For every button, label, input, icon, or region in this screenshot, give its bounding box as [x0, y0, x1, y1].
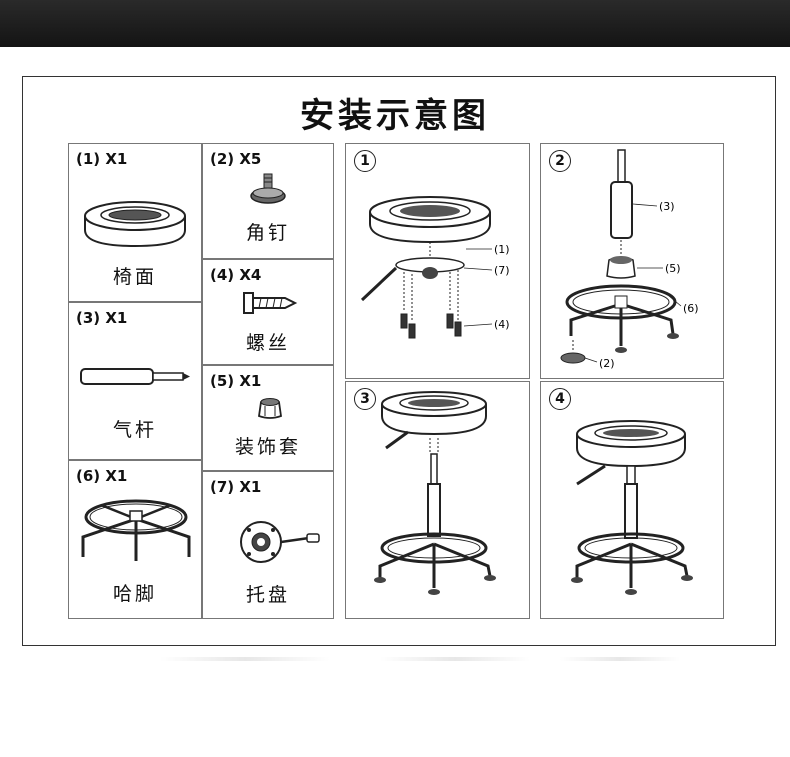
step-4-illustration	[541, 382, 725, 620]
step-3-panel: 3	[345, 381, 530, 619]
divider	[380, 657, 530, 661]
gas-lift-icon	[77, 365, 195, 389]
part-seat-panel: (1) X1 椅面	[68, 143, 202, 302]
seat-plate-icon	[239, 518, 325, 572]
part-base-panel: (6) X1 哈脚	[68, 460, 202, 619]
base-ring-icon	[75, 491, 197, 565]
seat-cushion-icon	[79, 194, 191, 254]
part-name: 装饰套	[203, 432, 333, 459]
part-name: 托盘	[203, 580, 333, 607]
step-1-panel: 1 (1) (7) (4)	[345, 143, 530, 379]
part-name: 椅面	[69, 262, 201, 289]
part-plate-panel: (7) X1 托盘	[202, 471, 334, 619]
top-banner	[0, 0, 790, 47]
step-callout: (2)	[599, 357, 615, 370]
diagram-title: 安装示意图	[0, 88, 790, 137]
part-name: 螺丝	[203, 328, 333, 355]
part-screw-panel: (4) X4 螺丝	[202, 259, 334, 365]
part-name: 哈脚	[69, 579, 201, 606]
part-sleeve-panel: (5) X1 装饰套	[202, 365, 334, 471]
part-count: (6) X1	[76, 467, 127, 485]
screw-icon	[241, 290, 299, 318]
part-count: (2) X5	[210, 150, 261, 168]
part-gas-lift-panel: (3) X1 气杆	[68, 302, 202, 460]
step-callout: (5)	[665, 262, 681, 275]
part-count: (7) X1	[210, 478, 261, 496]
step-callout: (4)	[494, 318, 510, 331]
step-1-illustration: (1) (7) (4)	[346, 144, 531, 380]
step-2-illustration: (3) (5) (6) (2)	[541, 144, 725, 380]
part-name: 角钉	[203, 218, 333, 245]
step-callout: (1)	[494, 243, 510, 256]
step-4-panel: 4	[540, 381, 724, 619]
glide-foot-icon	[245, 172, 291, 214]
part-count: (4) X4	[210, 266, 261, 284]
part-count: (3) X1	[76, 309, 127, 327]
part-count: (5) X1	[210, 372, 261, 390]
divider	[560, 657, 680, 661]
step-callout: (7)	[494, 264, 510, 277]
part-name: 气杆	[69, 415, 201, 442]
part-count: (1) X1	[76, 150, 127, 168]
decorative-sleeve-icon	[255, 394, 285, 420]
step-3-illustration	[346, 382, 531, 620]
part-glide-panel: (2) X5 角钉	[202, 143, 334, 259]
step-callout: (3)	[659, 200, 675, 213]
step-callout: (6)	[683, 302, 699, 315]
step-2-panel: 2 (3) (5) (6) (2)	[540, 143, 724, 379]
divider	[160, 657, 330, 661]
